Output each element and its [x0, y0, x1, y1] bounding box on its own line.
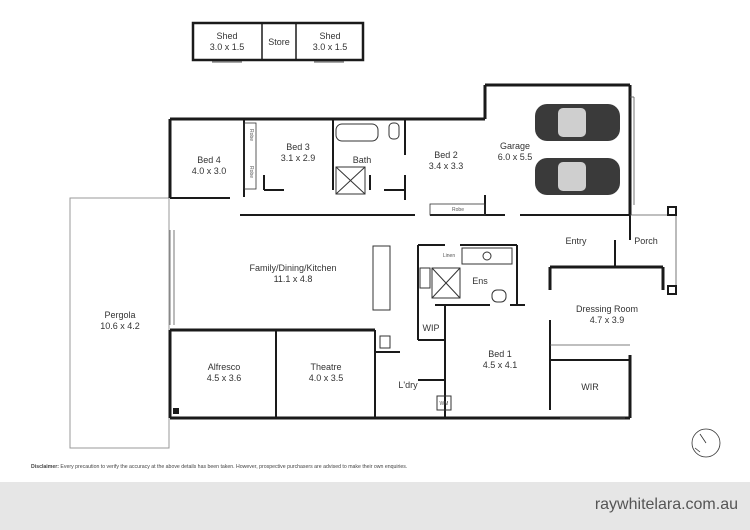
ldry-name: L'dry: [398, 380, 418, 390]
shed-right-name: Shed: [319, 31, 340, 41]
shed-left-dims: 3.0 x 1.5: [210, 42, 245, 52]
dressing-dims: 4.7 x 3.9: [590, 315, 625, 325]
robe-bed2: [429, 203, 486, 216]
pergola-dims: 10.6 x 4.2: [100, 321, 140, 331]
windows: [169, 96, 677, 419]
bed4-name: Bed 4: [197, 155, 221, 165]
posts: [173, 206, 677, 414]
interior-walls: [170, 119, 631, 418]
robe-label-1: Robe: [248, 129, 254, 141]
pergola-name: Pergola: [104, 310, 135, 320]
bed3-dims: 3.1 x 2.9: [281, 153, 316, 163]
wip-name: WIP: [423, 323, 440, 333]
floor-plan: Shed 3.0 x 1.5 Store Shed 3.0 x 1.5 Bed …: [69, 21, 721, 458]
bed1-name: Bed 1: [488, 349, 512, 359]
entry-name: Entry: [565, 236, 587, 246]
compass-icon: [691, 428, 721, 458]
garage-name: Garage: [500, 141, 530, 151]
disclaimer: Disclaimer: Every precaution to verify t…: [31, 464, 721, 470]
pergola-outline: [69, 197, 170, 449]
wm-label: WM: [440, 401, 449, 407]
disclaimer-label: Disclaimer:: [31, 464, 59, 470]
bed2-dims: 3.4 x 3.3: [429, 161, 464, 171]
footer-url[interactable]: raywhitelara.com.au: [594, 496, 738, 513]
dressing-name: Dressing Room: [576, 304, 638, 314]
fixtures: [335, 122, 513, 411]
robe-bed4: [243, 122, 257, 190]
garage-cars: [535, 104, 620, 195]
alfresco-dims: 4.5 x 3.6: [207, 373, 242, 383]
porch-name: Porch: [634, 236, 658, 246]
sheds-outbuilding: [191, 21, 365, 63]
bed4-dims: 4.0 x 3.0: [192, 166, 227, 176]
wir-name: WIR: [581, 382, 599, 392]
theatre-dims: 4.0 x 3.5: [309, 373, 344, 383]
shed-right-dims: 3.0 x 1.5: [313, 42, 348, 52]
alfresco-name: Alfresco: [208, 362, 241, 372]
ens-name: Ens: [472, 276, 488, 286]
garage-dims: 6.0 x 5.5: [498, 152, 533, 162]
shed-left-name: Shed: [216, 31, 237, 41]
theatre-name: Theatre: [310, 362, 341, 372]
store-name: Store: [268, 37, 290, 47]
footer-bar: raywhitelara.com.au: [0, 482, 750, 530]
disclaimer-text: Every precaution to verify the accuracy …: [58, 464, 408, 470]
linen-label: Linen: [443, 253, 455, 259]
family-name: Family/Dining/Kitchen: [249, 263, 336, 273]
bed1-dims: 4.5 x 4.1: [483, 360, 518, 370]
robe-label-3: Robe: [452, 207, 464, 213]
bed3-name: Bed 3: [286, 142, 310, 152]
family-dims: 11.1 x 4.8: [274, 274, 313, 284]
robe-label-2: Robe: [248, 166, 254, 178]
bed2-name: Bed 2: [434, 150, 458, 160]
exterior-walls: [168, 83, 665, 420]
bath-name: Bath: [353, 155, 372, 165]
